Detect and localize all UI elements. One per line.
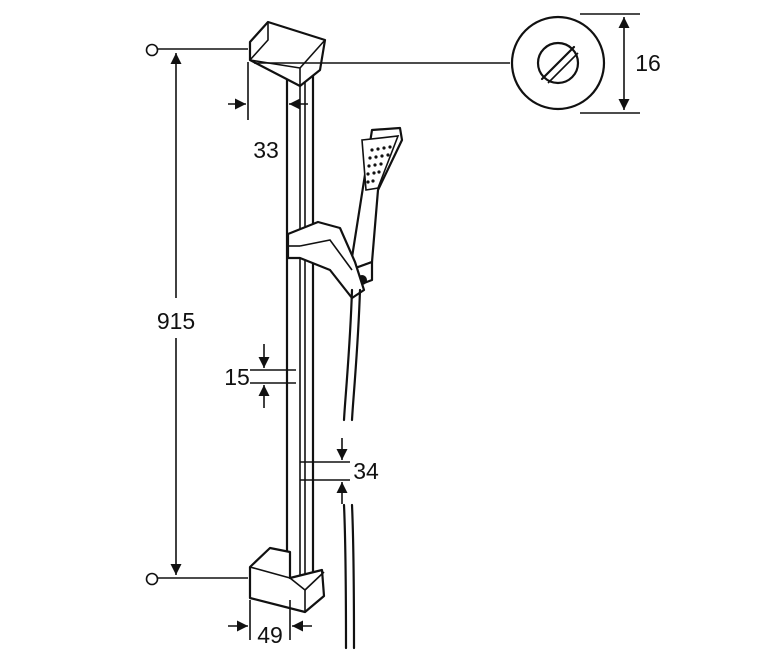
slider-holder [286, 220, 366, 300]
top-mount-point [145, 43, 159, 57]
dimension-bar-width: 15 [224, 344, 296, 408]
dim-label-15: 15 [224, 364, 250, 390]
dimension-total-height: 915 [140, 43, 248, 586]
top-wall-bracket [248, 20, 510, 88]
dim-label-33: 33 [253, 137, 279, 163]
dimension-mount-depth: 33 [228, 62, 308, 163]
dim-label-915: 915 [157, 308, 195, 334]
rosette-detail: 16 [510, 13, 661, 114]
bottom-wall-bracket [248, 546, 326, 614]
dim-label-49: 49 [257, 622, 283, 648]
shower-hose [342, 288, 362, 650]
dimension-slider-height: 34 [300, 438, 379, 504]
dim-label-34: 34 [353, 458, 379, 484]
bottom-mount-point [145, 572, 159, 586]
dim-label-16: 16 [635, 50, 661, 76]
shower-rail [285, 58, 315, 592]
dimension-bracket-width: 49 [228, 600, 312, 648]
hand-shower [348, 126, 404, 288]
